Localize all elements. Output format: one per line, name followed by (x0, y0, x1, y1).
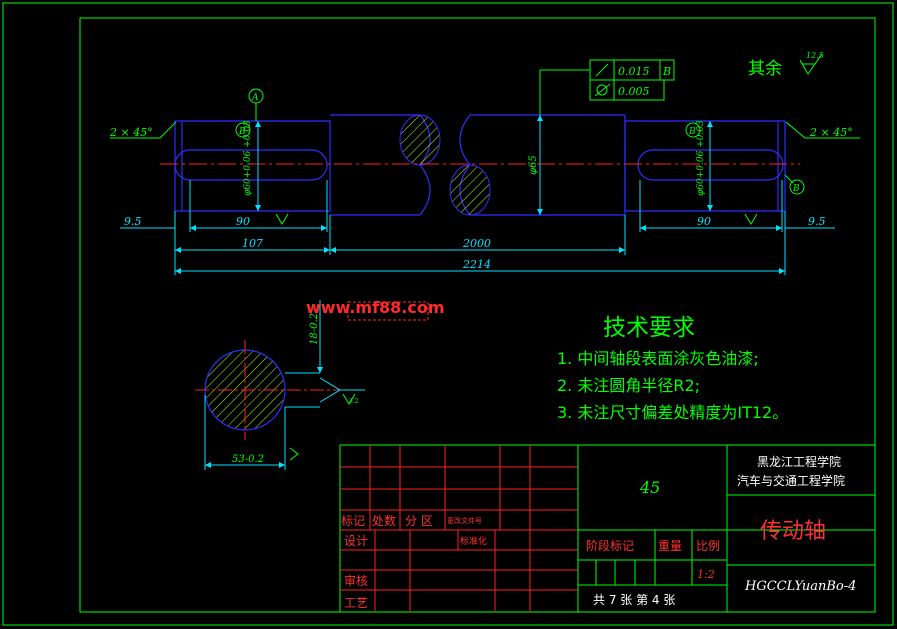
surface-rest-label: 其余 (748, 59, 782, 79)
watermark-box (347, 301, 429, 321)
tb-sheets: 共 7 张 第 4 张 (593, 593, 675, 607)
tb-standard: 标准化 (460, 535, 487, 547)
requirements-title: 技术要求 (603, 315, 695, 341)
key-width-label: 53-0.2 (232, 454, 264, 465)
dim-right-key: 90 (697, 215, 711, 228)
dim-left-journal: 107 (242, 237, 263, 250)
dim-total: 2214 (462, 258, 491, 271)
tb-stage-mark: 阶段标记 (586, 538, 634, 553)
cylindricity-icon (594, 83, 611, 97)
diameter-callouts (255, 115, 713, 215)
datum-b-text-right: B (688, 127, 696, 137)
requirement-3: 3. 未注尺寸偏差处精度为IT12。 (557, 403, 788, 422)
roughness-symbol-icon (799, 53, 823, 75)
tb-process: 工艺 (344, 596, 368, 610)
roughness-value: 12.5 (806, 51, 824, 60)
chamfer-left-text: 2 × 45° (109, 126, 153, 139)
dim-left-key: 90 (236, 215, 250, 228)
chamfer-left-arrow (159, 121, 177, 139)
requirement-1: 1. 中间轴段表面涂灰色油漆; (557, 349, 759, 368)
datum-b-text-left: B (238, 127, 246, 137)
watermark-text: www.mf88.com (306, 298, 445, 317)
cylindricity-value: 0.005 (618, 85, 650, 98)
tb-mark: 标记 (341, 514, 365, 528)
dim-left-offset: 9.5 (124, 215, 142, 228)
tb-school: 黑龙江工程学院 (757, 454, 841, 469)
chamfer-right-arrow (785, 121, 806, 139)
datum-b-marker-right: B (685, 122, 701, 138)
tb-drawing-no: HGCCLYuanBo-4 (744, 579, 856, 594)
break-section-lower (449, 164, 491, 216)
tb-material: 45 (639, 478, 660, 497)
tb-scale-value: 1:2 (697, 568, 715, 581)
datum-a-marker: A (248, 88, 264, 121)
break-section-upper (399, 114, 441, 166)
requirement-2: 2. 未注圆角半径R2; (557, 376, 700, 395)
datum-a-text: A (251, 93, 259, 103)
section-roughness-icon (289, 393, 356, 461)
key-roughness-icon (275, 213, 758, 225)
section-roughness-value: 3.2 (349, 398, 359, 405)
tb-zone: 分 区 (405, 514, 433, 528)
runout-value: 0.015 (618, 65, 650, 78)
tb-college: 汽车与交通工程学院 (737, 473, 845, 488)
tolerance-frames (539, 59, 675, 115)
dia-left-label: φ60+0.06 +0.03 (243, 120, 253, 196)
datum-b-marker-end: B (784, 174, 805, 195)
datum-b-text-end: B (792, 184, 800, 194)
tb-scale-label: 比例 (696, 539, 720, 553)
tb-weight: 重量 (658, 539, 682, 553)
dim-middle: 2000 (462, 237, 491, 250)
tb-design: 设计 (344, 534, 368, 548)
dim-right-offset: 9.5 (808, 215, 826, 228)
title-block (339, 444, 876, 613)
tb-count: 处数 (372, 513, 396, 528)
keyway-depth-label: 18-0.2 (309, 313, 320, 345)
dia-right-label: φ60+0.06 +0.03 (696, 120, 706, 196)
tb-review: 审核 (344, 573, 368, 588)
runout-datum: B (662, 65, 671, 78)
runout-icon (595, 63, 609, 77)
tb-doc-no: 更改文件号 (447, 516, 482, 525)
datum-b-marker-left: B (235, 122, 251, 138)
chamfer-right-text: 2 × 45° (809, 126, 853, 139)
tb-part-name: 传动轴 (760, 519, 826, 544)
section-dimensions (204, 300, 365, 470)
dimension-lines (120, 180, 835, 275)
dia-mid-label: φ65 (528, 155, 539, 175)
